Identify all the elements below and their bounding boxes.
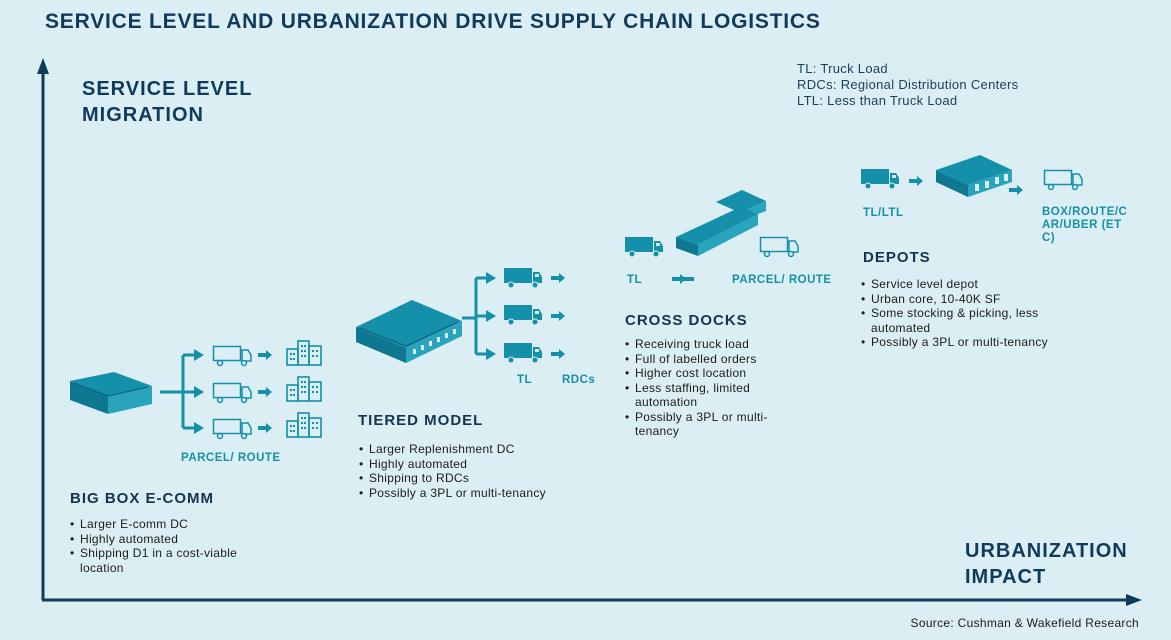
depot-building-icon [936, 155, 1012, 197]
tiered-rdcs-label: RDCs [562, 374, 596, 386]
list-item: Possibly a 3PL or multi-tenancy [861, 335, 1076, 350]
truck-icon [624, 236, 664, 258]
list-item: Service level depot [861, 277, 1076, 292]
arrow-right-icon [551, 349, 565, 359]
y-axis-arrow-icon [37, 58, 49, 74]
list-item: Possibly a 3PL or multi-tenancy [359, 486, 589, 501]
list-item: Less staffing, limited automation [625, 381, 795, 410]
city-buildings-icon [286, 376, 322, 402]
cross-docks-heading: CROSS DOCKS [625, 312, 748, 329]
arrow-right-icon [909, 176, 923, 186]
truck-icon [212, 345, 252, 367]
depots-bullets: Service level depot Urban core, 10-40K S… [861, 277, 1076, 350]
big-box-heading: BIG BOX E-COMM [70, 490, 214, 507]
depots-out-label: BOX/ROUTE/CAR/UBER (ETC) [1042, 206, 1128, 244]
x-axis-label-line: IMPACT [965, 566, 1047, 588]
list-item: Receiving truck load [625, 337, 795, 352]
legend-item: RDCs: Regional Distribution Centers [797, 77, 1019, 92]
legend-item: TL: Truck Load [797, 61, 888, 76]
tiered-bullets: Larger Replenishment DC Highly automated… [359, 442, 589, 500]
list-item: Shipping to RDCs [359, 471, 589, 486]
truck-icon [212, 382, 252, 404]
truck-icon [503, 342, 543, 364]
truck-icon [212, 418, 252, 440]
cross-docks-bullets: Receiving truck load Full of labelled or… [625, 337, 795, 439]
big-box-route-label: PARCEL/ ROUTE [181, 452, 281, 464]
x-axis-label-line: URBANIZATION [965, 540, 1128, 562]
list-item: Larger Replenishment DC [359, 442, 589, 457]
truck-icon [860, 168, 900, 190]
arrow-right-icon [551, 311, 565, 321]
cross-docks-route-label: PARCEL/ ROUTE [732, 274, 832, 286]
arrow-right-icon [258, 350, 272, 360]
y-axis-label-line: MIGRATION [82, 104, 204, 126]
legend-item: LTL: Less than Truck Load [797, 93, 958, 108]
x-axis-arrow-icon [1126, 594, 1142, 606]
list-item: Higher cost location [625, 366, 795, 381]
list-item: Larger E-comm DC [70, 517, 270, 532]
city-buildings-icon [286, 340, 322, 366]
cross-docks-tl-label: TL [627, 274, 643, 286]
axes [37, 58, 1142, 606]
tiered-tl-label: TL [517, 374, 533, 386]
arrow-right-icon [258, 423, 272, 433]
big-box-branch-arrows [160, 349, 204, 434]
arrow-right-icon [258, 387, 272, 397]
list-item: Urban core, 10-40K SF [861, 292, 1076, 307]
x-axis-label: URBANIZATION IMPACT [965, 538, 1128, 590]
arrow-right-icon [551, 273, 565, 283]
city-buildings-icon [286, 412, 322, 438]
tiered-heading: TIERED MODEL [358, 412, 484, 429]
list-item: Full of labelled orders [625, 352, 795, 367]
list-item: Possibly a 3PL or multi-tenancy [625, 410, 795, 439]
source-note: Source: Cushman & Wakefield Research [910, 616, 1139, 630]
big-box-warehouse-icon [70, 372, 152, 414]
tiered-warehouse-icon [356, 300, 462, 363]
depots-heading: DEPOTS [863, 249, 931, 266]
y-axis-label: SERVICE LEVEL MIGRATION [82, 76, 252, 128]
truck-icon [503, 304, 543, 326]
list-item: Highly automated [359, 457, 589, 472]
cross-dock-building-icon [676, 190, 766, 256]
truck-icon [503, 267, 543, 289]
truck-icon [1043, 169, 1083, 191]
tiered-branch-arrows [462, 272, 496, 360]
y-axis-label-line: SERVICE LEVEL [82, 78, 253, 100]
truck-icon [759, 236, 799, 258]
depots-in-label: TL/LTL [863, 207, 904, 219]
abbreviation-legend: TL: Truck Load RDCs: Regional Distributi… [797, 61, 1018, 109]
list-item: Highly automated [70, 532, 270, 547]
big-box-bullets: Larger E-comm DC Highly automated Shippi… [70, 517, 270, 575]
list-item: Some stocking & picking, less automated [861, 306, 1076, 335]
arrow-right-icon [1009, 185, 1023, 195]
page-title: SERVICE LEVEL AND URBANIZATION DRIVE SUP… [45, 10, 821, 33]
list-item: Shipping D1 in a cost-viable location [70, 546, 270, 575]
